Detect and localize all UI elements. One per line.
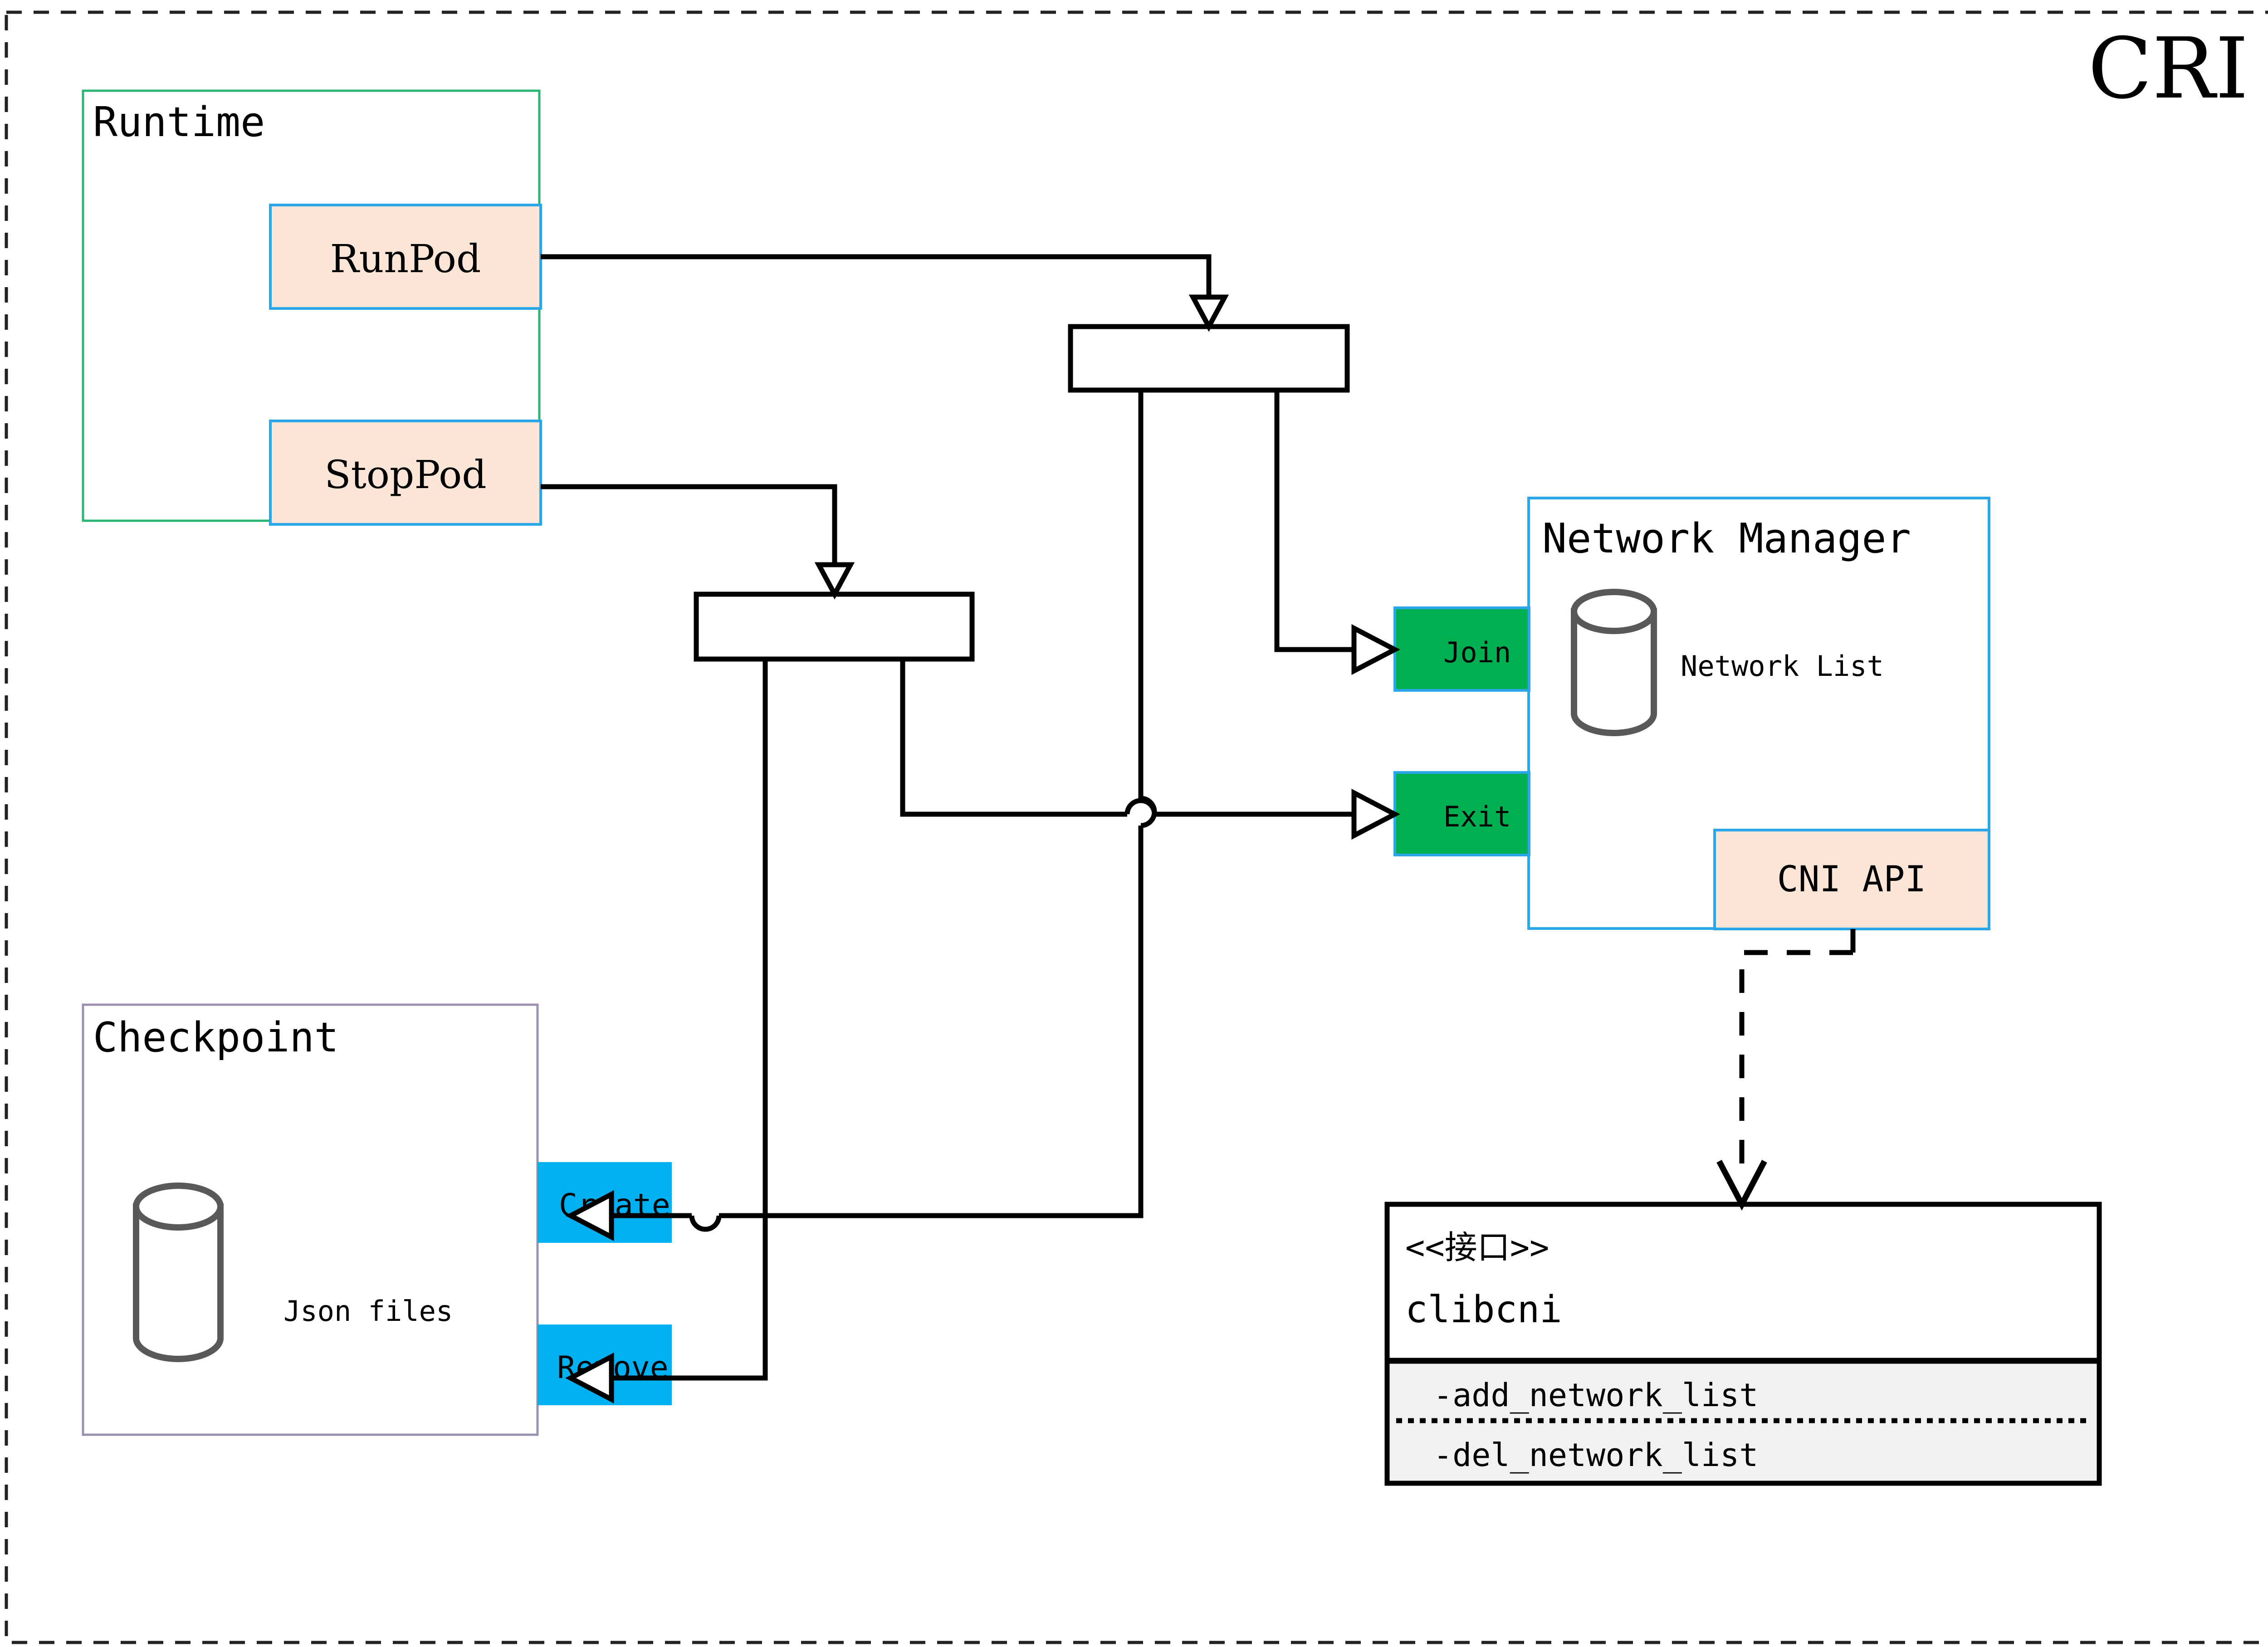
checkpoint-store-label: Json files <box>284 1295 453 1328</box>
runpod-box[interactable] <box>269 204 542 310</box>
network-manager-group-label: Network Manager <box>1542 515 1911 562</box>
network-list-label: Network List <box>1681 650 1884 683</box>
stoppod-fork-bar <box>694 591 975 662</box>
arrowhead-open-v <box>1716 1159 1767 1211</box>
cylinder-database-icon <box>1571 589 1657 736</box>
exit-box[interactable] <box>1393 771 1530 856</box>
cni-api-label: CNI API <box>1777 859 1926 900</box>
join-box[interactable] <box>1393 606 1530 692</box>
stoppod-box[interactable] <box>269 420 542 526</box>
line-hop-arc <box>689 1215 722 1232</box>
edge-cniapi-to-clibcni <box>1739 950 1853 1166</box>
cylinder-database-icon <box>133 1183 224 1362</box>
edge-runpod-to-fork <box>541 254 1212 297</box>
connector-layer <box>541 254 1856 1404</box>
stoppod-label: StopPod <box>324 453 486 498</box>
join-label: Join <box>1443 636 1511 669</box>
edge-fork-to-create-cont <box>719 826 1144 1218</box>
arrowhead-open-triangle <box>565 1190 614 1241</box>
exit-label: Exit <box>1443 800 1511 833</box>
runpod-fork-bar <box>1068 324 1350 393</box>
outer-dashed-frame <box>5 10 2268 1644</box>
arrowhead-open-triangle <box>1351 788 1400 840</box>
cni-api-box[interactable] <box>1713 829 1990 930</box>
runpod-label: RunPod <box>330 237 481 282</box>
clibcni-name: clibcni <box>1405 1288 1562 1331</box>
line-hop-arc <box>1124 798 1157 815</box>
checkpoint-group-label: Checkpoint <box>93 1014 339 1061</box>
arrowhead-open-triangle <box>565 1352 614 1404</box>
clibcni-method-del: -del_network_list <box>1433 1437 1758 1474</box>
arrowhead-open-triangle <box>814 562 855 600</box>
arrowhead-open-triangle <box>1188 294 1229 332</box>
edge-fork-to-join <box>1274 390 1354 652</box>
edge-stoppod-to-fork <box>541 484 837 565</box>
arrowhead-open-triangle <box>1351 624 1400 675</box>
clibcni-stereotype: <<接口>> <box>1405 1228 1549 1266</box>
page-title: CRI <box>2088 20 2248 117</box>
edge-fork-to-exit <box>900 659 1127 817</box>
runtime-group-label: Runtime <box>93 98 265 146</box>
edge-fork-to-remove <box>611 659 768 1381</box>
clibcni-method-add: -add_network_list <box>1433 1377 1758 1414</box>
